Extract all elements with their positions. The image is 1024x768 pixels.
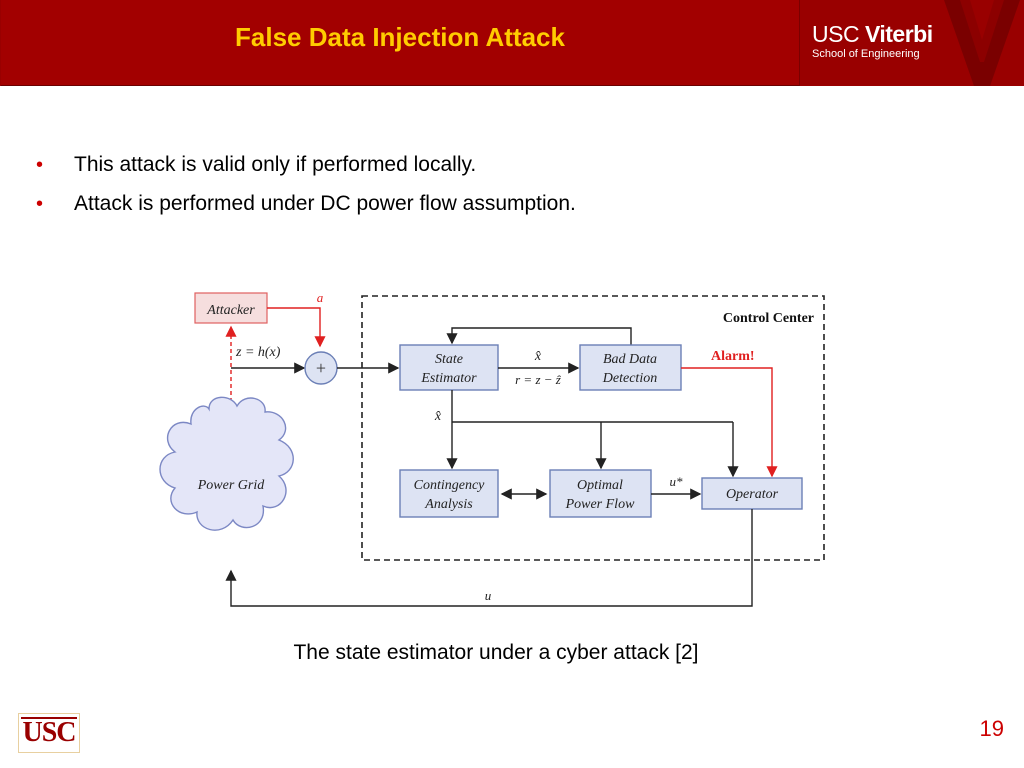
control-feedback-arrow <box>225 509 753 607</box>
contingency-label-1: Contingency <box>414 478 486 493</box>
bullet-text: Attack is performed under DC power flow … <box>74 192 576 215</box>
bullet-item: • Attack is performed under DC power flo… <box>36 189 576 228</box>
bullet-text: This attack is valid only if performed l… <box>74 153 477 176</box>
state-estimator-diagram: Control Center Attacker a z = h(x) + Sta… <box>159 290 825 607</box>
control-center-label: Control Center <box>723 311 814 326</box>
figure-caption: The state estimator under a cyber attack… <box>293 641 699 664</box>
alarm-arrow <box>681 367 778 478</box>
slide-header: False Data Injection Attack USC Viterbi … <box>0 0 1024 86</box>
title-bar <box>1 0 800 86</box>
opf-label-2: Power Flow <box>565 497 635 512</box>
control-signal-label: u <box>485 588 492 603</box>
usc-viterbi-brand: USC Viterbi School of Engineering <box>812 22 933 62</box>
control-center-region <box>361 295 825 561</box>
page-number: 19 <box>979 716 1004 741</box>
operator-box <box>701 477 803 510</box>
contingency-analysis-box <box>399 469 499 518</box>
bad-data-detection-box <box>579 344 682 391</box>
state-estimate-label-mid: x̂ <box>434 409 442 424</box>
bullet-item: • This attack is valid only if performed… <box>36 150 576 189</box>
usc-footer-logo: USC <box>18 713 80 753</box>
brand-name: USC Viterbi <box>812 22 933 46</box>
bullet-dot-icon: • <box>36 193 44 215</box>
optimal-power-flow-box <box>549 469 652 518</box>
brand-viterbi: Viterbi <box>864 21 933 47</box>
optimal-control-label: u* <box>670 474 684 489</box>
summing-junction-plus: + <box>316 358 326 378</box>
viterbi-v-logo-icon <box>944 0 1020 86</box>
feedback-arrow <box>446 327 632 345</box>
state-estimator-label-2: Estimator <box>420 371 477 386</box>
bad-data-label-1: Bad Data <box>603 352 657 367</box>
operator-label: Operator <box>726 487 779 502</box>
state-estimate-label-top: x̂ <box>534 349 542 364</box>
attacker-label: Attacker <box>206 303 255 318</box>
contingency-label-2: Analysis <box>424 497 473 512</box>
state-estimator-label-1: State <box>435 352 463 367</box>
alarm-label: Alarm! <box>711 349 755 364</box>
power-grid-cloud <box>159 396 294 531</box>
bad-data-label-2: Detection <box>602 371 657 386</box>
opf-label-1: Optimal <box>577 478 623 493</box>
slide-title: False Data Injection Attack <box>235 22 565 52</box>
brand-usc: USC <box>812 21 860 47</box>
attack-vector-label: a <box>317 290 324 305</box>
attack-vector-arrow <box>267 307 326 348</box>
bullet-dot-icon: • <box>36 154 44 176</box>
brand-school: School of Engineering <box>812 48 920 60</box>
bullet-list: • This attack is valid only if performed… <box>36 150 576 228</box>
power-grid-label: Power Grid <box>197 478 266 493</box>
residual-label: r = z − ẑ <box>515 372 562 387</box>
measurement-label: z = h(x) <box>235 345 281 360</box>
attacker-box <box>194 292 268 324</box>
